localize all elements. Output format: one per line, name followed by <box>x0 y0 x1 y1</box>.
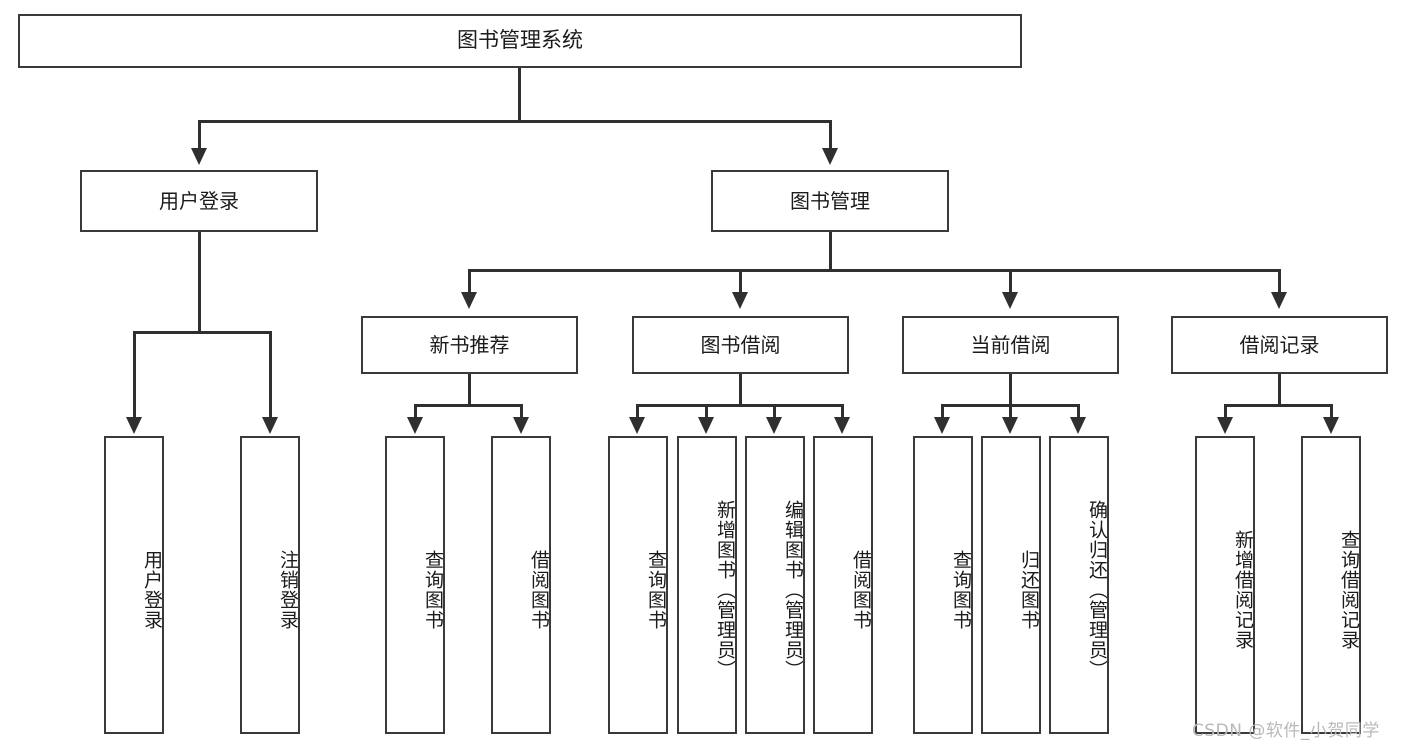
connector-borrow-record-stem <box>1278 374 1281 406</box>
connector-book-borrow-stem <box>739 374 742 406</box>
node-leaf-borrow-book-2[interactable]: 借阅图书 <box>813 436 873 734</box>
connector-new-book-bus <box>414 404 523 407</box>
arrow-leaf-add-record <box>1217 417 1233 434</box>
connector-user-login-bus <box>133 331 269 334</box>
arrow-leaf-return-book <box>1002 417 1018 434</box>
arrow-leaf-query-record <box>1323 417 1339 434</box>
arrow-leaf-edit-book <box>766 417 782 434</box>
arrow-leaf-query-book-1 <box>407 417 423 434</box>
arrow-book-borrow <box>732 292 748 309</box>
connector-borrow-record-bus <box>1224 404 1333 407</box>
connector-new-book-stem <box>468 374 471 406</box>
connector-book-borrow-bus <box>636 404 843 407</box>
node-leaf-return-book[interactable]: 归还图书 <box>981 436 1041 734</box>
node-leaf-edit-book[interactable]: 编辑图书（管理员） <box>745 436 805 734</box>
connector-drop-book-manage <box>829 120 832 150</box>
connector-drop-borrow-record <box>1278 269 1281 294</box>
connector-drop-leaf-borrow-book-2 <box>841 404 844 419</box>
connector-root-stem <box>518 68 521 122</box>
arrow-leaf-add-book <box>698 417 714 434</box>
connector-book-manage-stem <box>829 232 832 271</box>
connector-drop-book-borrow <box>739 269 742 294</box>
node-leaf-confirm-return[interactable]: 确认归还（管理员） <box>1049 436 1109 734</box>
node-leaf-add-record[interactable]: 新增借阅记录 <box>1195 436 1255 734</box>
arrow-leaf-borrow-book-1 <box>513 417 529 434</box>
arrow-leaf-borrow-book-2 <box>834 417 850 434</box>
node-borrow-record[interactable]: 借阅记录 <box>1171 316 1388 374</box>
connector-drop-leaf-query-record <box>1330 404 1333 419</box>
arrow-book-manage <box>822 148 838 165</box>
arrow-leaf-logout <box>262 417 278 434</box>
connector-drop-leaf-borrow-book-1 <box>520 404 523 419</box>
connector-drop-leaf-logout <box>269 331 272 419</box>
node-leaf-add-book[interactable]: 新增图书（管理员） <box>677 436 737 734</box>
connector-level3-bus <box>468 269 1281 272</box>
node-leaf-query-record[interactable]: 查询借阅记录 <box>1301 436 1361 734</box>
connector-drop-leaf-add-record <box>1224 404 1227 419</box>
connector-drop-user-login <box>198 120 201 150</box>
arrow-current-borrow <box>1002 292 1018 309</box>
connector-drop-leaf-query-book-3 <box>941 404 944 419</box>
connector-drop-leaf-query-book-1 <box>414 404 417 419</box>
connector-user-login-stem <box>198 232 201 333</box>
connector-drop-leaf-query-book-2 <box>636 404 639 419</box>
node-root-system[interactable]: 图书管理系统 <box>18 14 1022 68</box>
node-leaf-query-book-1[interactable]: 查询图书 <box>385 436 445 734</box>
arrow-leaf-query-book-2 <box>629 417 645 434</box>
connector-drop-leaf-confirm-return <box>1077 404 1080 419</box>
connector-drop-leaf-add-book <box>705 404 708 419</box>
node-leaf-user-login[interactable]: 用户登录 <box>104 436 164 734</box>
node-new-book-recommend[interactable]: 新书推荐 <box>361 316 578 374</box>
arrow-leaf-query-book-3 <box>934 417 950 434</box>
arrow-borrow-record <box>1271 292 1287 309</box>
arrow-user-login <box>191 148 207 165</box>
node-leaf-query-book-3[interactable]: 查询图书 <box>913 436 973 734</box>
node-book-borrow[interactable]: 图书借阅 <box>632 316 849 374</box>
node-leaf-logout-login[interactable]: 注销登录 <box>240 436 300 734</box>
connector-drop-leaf-return-book <box>1009 404 1012 419</box>
node-current-borrow[interactable]: 当前借阅 <box>902 316 1119 374</box>
connector-drop-leaf-edit-book <box>773 404 776 419</box>
arrow-leaf-confirm-return <box>1070 417 1086 434</box>
connector-drop-leaf-user-login <box>133 331 136 419</box>
arrow-new-book-recommend <box>461 292 477 309</box>
node-leaf-query-book-2[interactable]: 查询图书 <box>608 436 668 734</box>
connector-drop-current-borrow <box>1009 269 1012 294</box>
node-user-login[interactable]: 用户登录 <box>80 170 318 232</box>
connector-level2-bus <box>198 120 831 123</box>
connector-drop-new-book-recommend <box>468 269 471 294</box>
arrow-leaf-user-login <box>126 417 142 434</box>
connector-current-borrow-stem <box>1009 374 1012 406</box>
node-leaf-borrow-book-1[interactable]: 借阅图书 <box>491 436 551 734</box>
node-book-manage[interactable]: 图书管理 <box>711 170 949 232</box>
